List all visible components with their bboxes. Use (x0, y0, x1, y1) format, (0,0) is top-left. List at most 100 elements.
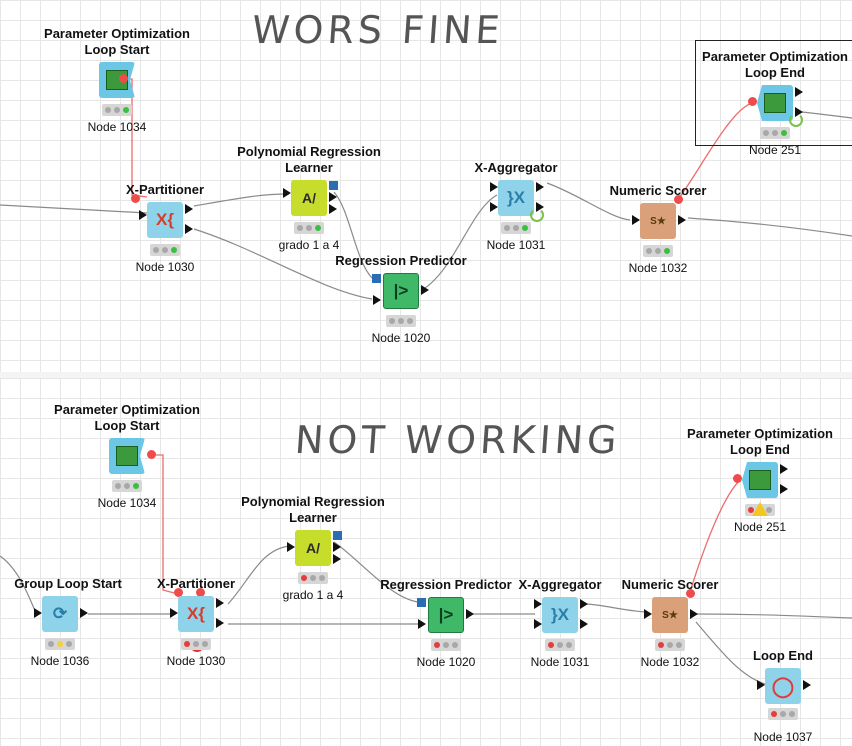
node-label: grado 1 a 4 (278, 238, 340, 252)
node-title: Numeric Scorer (621, 577, 719, 592)
status-lights (150, 244, 180, 256)
data-out-port[interactable] (780, 484, 788, 494)
data-in-port[interactable] (283, 188, 291, 198)
data-out-port[interactable] (329, 192, 337, 202)
data-out-port[interactable] (678, 215, 686, 225)
node-label: Node 251 (748, 143, 802, 157)
loop-running-icon (789, 113, 803, 127)
variable-out-port[interactable] (147, 450, 156, 459)
model-in-port[interactable] (372, 274, 381, 283)
node-title: X-Partitioner (156, 576, 235, 591)
node-label: Node 1031 (486, 238, 546, 252)
data-out-port[interactable] (333, 554, 341, 564)
data-out-port[interactable] (216, 598, 224, 608)
data-in-port[interactable] (139, 210, 147, 220)
data-in-port[interactable] (534, 599, 542, 609)
data-out-port[interactable] (466, 609, 474, 619)
data-in-port[interactable] (534, 619, 542, 629)
chart-icon (742, 462, 778, 498)
data-in-port[interactable] (373, 295, 381, 305)
node-label: Node 1030 (166, 654, 226, 668)
data-out-port[interactable] (536, 182, 544, 192)
status-lights (655, 639, 685, 651)
data-in-port[interactable] (632, 215, 640, 225)
selection-box (695, 40, 852, 146)
data-out-port[interactable] (536, 202, 544, 212)
data-out-port[interactable] (185, 204, 193, 214)
data-in-port[interactable] (34, 608, 42, 618)
warning-icon (752, 502, 768, 516)
data-in-port[interactable] (644, 609, 652, 619)
variable-out-port[interactable] (119, 74, 128, 83)
data-in-port[interactable] (490, 182, 498, 192)
data-out-port[interactable] (580, 599, 588, 609)
data-in-port[interactable] (490, 202, 498, 212)
data-out-port[interactable] (216, 618, 224, 628)
model-out-port[interactable] (329, 181, 338, 190)
status-lights (298, 572, 328, 584)
data-out-port[interactable] (185, 224, 193, 234)
node-title: Polynomial Regression Learner (241, 494, 385, 525)
data-out-port[interactable] (421, 285, 429, 295)
data-out-port[interactable] (795, 107, 803, 117)
scorer-icon: S★ (652, 597, 688, 633)
polynomial-icon: A/ (295, 530, 331, 566)
status-lights (643, 245, 673, 257)
data-out-port[interactable] (333, 542, 341, 552)
status-lights (760, 127, 790, 139)
variable-in-port[interactable] (733, 474, 742, 483)
data-in-port[interactable] (757, 680, 765, 690)
node-title: Polynomial Regression Learner (237, 144, 381, 175)
chart-icon (99, 62, 135, 98)
node-label: Node 1020 (416, 655, 476, 669)
annotation-works-fine: WORS FINE (250, 8, 506, 52)
polynomial-icon: A/ (291, 180, 327, 216)
data-out-port[interactable] (690, 609, 698, 619)
x-partitioner-icon: X{ (147, 202, 183, 238)
canvas-separator (0, 372, 852, 378)
chart-icon (757, 85, 793, 121)
node-title: X-Aggregator (474, 160, 558, 175)
status-lights (294, 222, 324, 234)
status-lights (112, 480, 142, 492)
node-label: Node 251 (733, 520, 787, 534)
scorer-icon: S★ (640, 203, 676, 239)
node-title: Regression Predictor (335, 253, 467, 268)
node-label: Node 1032 (640, 655, 700, 669)
variable-in-port[interactable] (748, 97, 757, 106)
data-in-port[interactable] (287, 542, 295, 552)
model-out-port[interactable] (333, 531, 342, 540)
data-out-port[interactable] (795, 87, 803, 97)
node-title: Parameter Optimization Loop Start (54, 402, 200, 433)
data-out-port[interactable] (780, 464, 788, 474)
predictor-icon: |> (428, 597, 464, 633)
node-title: Loop End (753, 648, 813, 663)
model-in-port[interactable] (417, 598, 426, 607)
data-out-port[interactable] (803, 680, 811, 690)
x-partitioner-icon: X{ (178, 596, 214, 632)
variable-in-port[interactable] (174, 588, 183, 597)
data-out-port[interactable] (80, 608, 88, 618)
status-lights (181, 638, 211, 650)
variable-out-port[interactable] (196, 588, 205, 597)
variable-in-port[interactable] (131, 194, 140, 203)
data-out-port[interactable] (580, 619, 588, 629)
data-in-port[interactable] (170, 608, 178, 618)
variable-out-port[interactable] (674, 195, 683, 204)
data-out-port[interactable] (329, 204, 337, 214)
node-title: X-Aggregator (518, 577, 602, 592)
node-label: Node 1031 (530, 655, 590, 669)
status-lights (386, 315, 416, 327)
annotation-not-working: NOT WORKING (293, 418, 623, 462)
chart-icon (109, 438, 145, 474)
status-lights (545, 639, 575, 651)
node-label: Node 1020 (371, 331, 431, 345)
node-title: Parameter Optimization Loop End (702, 49, 848, 80)
data-in-port[interactable] (418, 619, 426, 629)
variable-out-port[interactable] (686, 589, 695, 598)
node-label: Node 1034 (87, 120, 147, 134)
status-lights (102, 104, 132, 116)
status-lights (768, 708, 798, 720)
node-label: Node 1037 (753, 730, 813, 744)
node-label: Node 1032 (628, 261, 688, 275)
